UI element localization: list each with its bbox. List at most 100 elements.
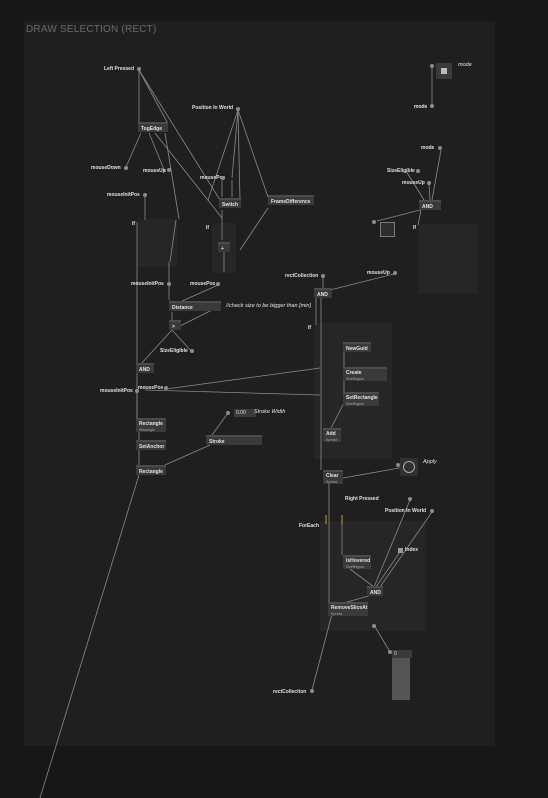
pin-icon[interactable]: [221, 176, 225, 180]
pin-icon[interactable]: [408, 497, 412, 501]
new-guid-node[interactable]: NewGuid: [343, 342, 371, 352]
bang-icon: [403, 461, 415, 473]
mode-label-1: mode: [414, 104, 428, 110]
pin-icon[interactable]: [310, 689, 314, 693]
output-bar: [392, 658, 410, 700]
plus-node[interactable]: +: [218, 242, 230, 252]
panel-title: DRAW SELECTION (RECT): [26, 24, 157, 35]
mouse-up-label: mouseUp: [143, 168, 166, 174]
clear-node-title: Clear: [326, 473, 339, 479]
remove-slice-at-node[interactable]: RemoveSliceAt Spread: [328, 602, 368, 616]
pin-icon[interactable]: [236, 107, 240, 111]
checkbox-icon[interactable]: [380, 222, 395, 237]
output-value[interactable]: 0: [392, 650, 412, 658]
and-node-2[interactable]: AND: [419, 200, 441, 210]
pin-icon[interactable]: [438, 146, 442, 150]
mouse-pos-label: mousePos: [200, 175, 226, 181]
right-pressed-label: Right Pressed: [345, 496, 379, 502]
pin-icon[interactable]: [416, 169, 420, 173]
if-region-3: [418, 224, 478, 294]
is-hovered-node-sub: SizeRegion: [346, 565, 364, 569]
if-label-3: If: [413, 225, 417, 231]
set-rectangle-node-title: SetRectangle: [346, 395, 378, 401]
pin-icon[interactable]: [190, 349, 194, 353]
rectangle-node-title: Rectangle: [139, 421, 163, 427]
clear-node-sub: Spread: [326, 480, 338, 484]
pin-icon[interactable]: [372, 624, 376, 628]
left-pressed-label: Left Pressed: [104, 66, 135, 72]
greater-node[interactable]: >: [169, 320, 181, 330]
if-label-2: If: [206, 225, 210, 231]
and-node-3[interactable]: AND: [314, 288, 332, 298]
rect-collection-label: rectCollection: [285, 273, 319, 279]
mode-comment: mode: [458, 62, 472, 68]
set-rectangle-node[interactable]: SetRectangle SizeRegion: [343, 392, 379, 406]
switch-node[interactable]: Switch: [219, 198, 241, 208]
if-label-1: If: [132, 221, 136, 227]
rectangle-node[interactable]: Rectangle Rectangle: [136, 418, 166, 432]
apply-comment: Apply: [423, 459, 437, 465]
apply-bang[interactable]: [400, 458, 418, 476]
patch-panel: [24, 21, 495, 746]
frame-difference-node[interactable]: FrameDifference: [268, 195, 314, 205]
mouse-pos-label-2: mousePos: [190, 281, 216, 287]
stroke-width-value[interactable]: 0.00: [234, 409, 256, 417]
remove-slice-at-node-sub: Spread: [331, 612, 343, 616]
and-node-1[interactable]: AND: [136, 363, 154, 373]
create-node[interactable]: Create SizeRegion: [343, 367, 387, 381]
mode-toggle[interactable]: [436, 63, 452, 79]
position-in-world-label: Position In World: [192, 105, 234, 111]
create-node-title: Create: [346, 370, 362, 376]
pin-icon[interactable]: [430, 104, 434, 108]
pin-icon[interactable]: [124, 166, 128, 170]
mouse-up-label-3: mouseUp: [367, 270, 390, 276]
for-each-label: ForEach: [299, 523, 320, 529]
pin-icon[interactable]: [167, 168, 171, 172]
add-node-sub: Spread: [326, 438, 338, 442]
stroke-node[interactable]: Stroke: [206, 435, 262, 445]
mouse-up-label-2: mouseUp: [402, 180, 425, 186]
if-region-1: [138, 219, 177, 267]
pin-icon[interactable]: [430, 64, 434, 68]
pin-icon[interactable]: [135, 389, 139, 393]
pin-icon[interactable]: [427, 181, 431, 185]
is-hovered-node-title: IsHovered: [346, 558, 371, 564]
mouse-down-label: mouseDown: [91, 165, 121, 171]
create-node-sub: SizeRegion: [346, 377, 364, 381]
pin-icon[interactable]: [321, 274, 325, 278]
pin-icon[interactable]: [226, 411, 230, 415]
remove-slice-at-node-title: RemoveSliceAt: [331, 605, 368, 611]
pin-icon[interactable]: [143, 193, 147, 197]
is-hovered-node[interactable]: IsHovered SizeRegion: [343, 555, 371, 569]
mouse-init-pos-label-3: mouseInitPos: [100, 388, 133, 394]
mouse-init-pos-label-2: mouseInitPos: [131, 281, 164, 287]
pin-icon[interactable]: [396, 463, 400, 467]
mode-label-2: mode: [421, 145, 435, 151]
pin-icon[interactable]: [388, 650, 392, 654]
clear-node[interactable]: Clear Spread: [323, 470, 343, 484]
rectangle-node-2[interactable]: Rectangle: [136, 465, 166, 475]
rectangle-node-sub: Rectangle: [139, 428, 155, 432]
mouse-pos-label-3: mousePos: [138, 385, 164, 391]
and-node-4[interactable]: AND: [367, 586, 383, 596]
size-check-comment: //check size to be bigger than [min]: [226, 303, 311, 309]
stroke-width-comment: Stroke Width: [254, 409, 286, 415]
pin-icon[interactable]: [137, 67, 141, 71]
rect-collection-label-2: rectCollection: [273, 689, 307, 695]
add-node-title: Add: [326, 431, 336, 437]
pin-icon[interactable]: [216, 282, 220, 286]
pin-icon[interactable]: [430, 509, 434, 513]
set-anchor-node[interactable]: SetAnchor: [136, 440, 166, 450]
size-eligible-label: SizeEligible: [160, 348, 188, 354]
pin-icon[interactable]: [167, 282, 171, 286]
toggedge-node[interactable]: TogEdge: [138, 122, 168, 132]
distance-node[interactable]: Distance: [169, 301, 221, 311]
if-label-4: If: [308, 325, 312, 331]
mouse-init-pos-label: mouseInitPos: [107, 192, 140, 198]
index-checkbox-icon[interactable]: [398, 548, 403, 553]
pin-icon[interactable]: [372, 220, 376, 224]
add-node[interactable]: Add Spread: [323, 428, 341, 442]
pin-icon[interactable]: [393, 271, 397, 275]
position-in-world-label-2: Position In World: [385, 508, 427, 514]
pin-icon[interactable]: [164, 386, 168, 390]
